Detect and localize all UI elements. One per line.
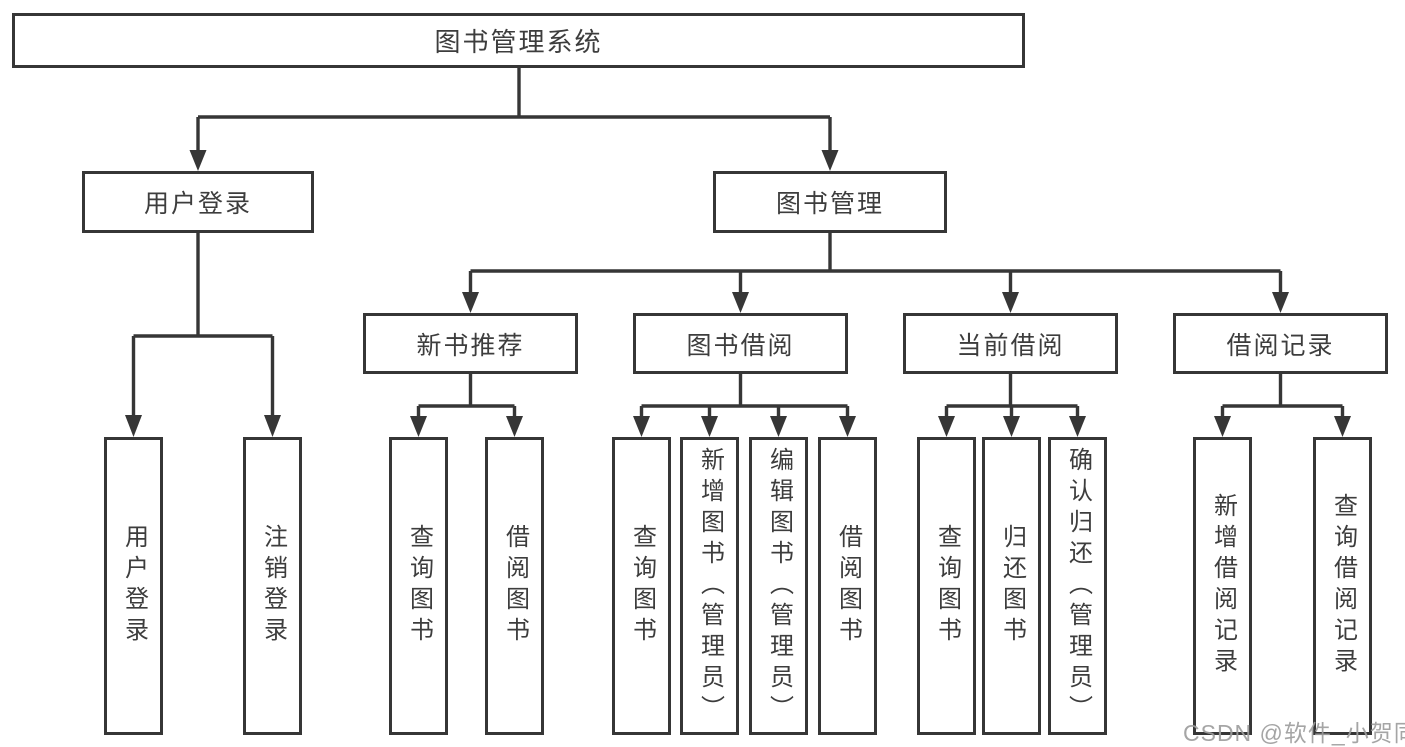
connector-book-borrow-to-leaves [633, 374, 856, 437]
connector-book-management-to-level3 [462, 233, 1289, 313]
node-label: 确认归还（管理员） [1064, 446, 1092, 726]
node-book-borrow: 图书借阅 [633, 313, 848, 374]
node-current-borrow: 当前借阅 [903, 313, 1118, 374]
leaf-query-books-current: 查询图书 [917, 437, 976, 735]
leaf-return-books: 归还图书 [982, 437, 1041, 735]
node-label: 借阅图书 [501, 524, 529, 648]
node-label: 图书借阅 [686, 331, 795, 360]
csdn-watermark: CSDN @软件_小贺同学 [1183, 720, 1405, 746]
leaf-borrow-books-recommend: 借阅图书 [485, 437, 544, 735]
connector-user-login-to-leaves [125, 233, 281, 437]
node-label: 用户登录 [120, 524, 148, 648]
node-label: 查询借阅记录 [1329, 493, 1357, 679]
node-label: 注销登录 [259, 524, 287, 648]
node-book-management-branch: 图书管理 [713, 171, 947, 233]
connector-borrow-records-to-leaves [1214, 374, 1351, 437]
leaf-query-books-recommend: 查询图书 [389, 437, 448, 735]
node-label: 新增图书（管理员） [696, 446, 724, 726]
node-label: 归还图书 [998, 524, 1026, 648]
node-label: 新增借阅记录 [1209, 493, 1237, 679]
connector-root-to-level2 [189, 68, 839, 171]
leaf-confirm-return-admin: 确认归还（管理员） [1048, 437, 1107, 735]
connector-current-borrow-to-leaves [938, 374, 1086, 437]
node-label: 查询图书 [628, 524, 656, 648]
node-root-book-management-system: 图书管理系统 [12, 13, 1025, 68]
node-label: 新书推荐 [416, 331, 525, 360]
node-new-book-recommend: 新书推荐 [363, 313, 578, 374]
node-label: 图书管理系统 [434, 27, 603, 57]
node-label: 编辑图书（管理员） [765, 446, 793, 726]
node-label: 图书管理 [775, 190, 884, 218]
node-borrow-records: 借阅记录 [1173, 313, 1388, 374]
leaf-logout: 注销登录 [243, 437, 302, 735]
node-user-login-branch: 用户登录 [82, 171, 314, 233]
connector-new-book-recommend-to-leaves [410, 374, 523, 437]
node-label: 借阅图书 [834, 524, 862, 648]
node-label: 借阅记录 [1226, 331, 1335, 360]
leaf-add-book-admin: 新增图书（管理员） [680, 437, 739, 735]
leaf-borrow-books: 借阅图书 [818, 437, 877, 735]
leaf-user-login: 用户登录 [104, 437, 163, 735]
leaf-query-books-borrow: 查询图书 [612, 437, 671, 735]
node-label: 查询图书 [933, 524, 961, 648]
node-label: 用户登录 [143, 190, 252, 218]
leaf-add-borrow-record: 新增借阅记录 [1193, 437, 1252, 735]
node-label: 当前借阅 [956, 331, 1065, 360]
node-label: 查询图书 [405, 524, 433, 648]
leaf-query-borrow-record: 查询借阅记录 [1313, 437, 1372, 735]
leaf-edit-book-admin: 编辑图书（管理员） [749, 437, 808, 735]
